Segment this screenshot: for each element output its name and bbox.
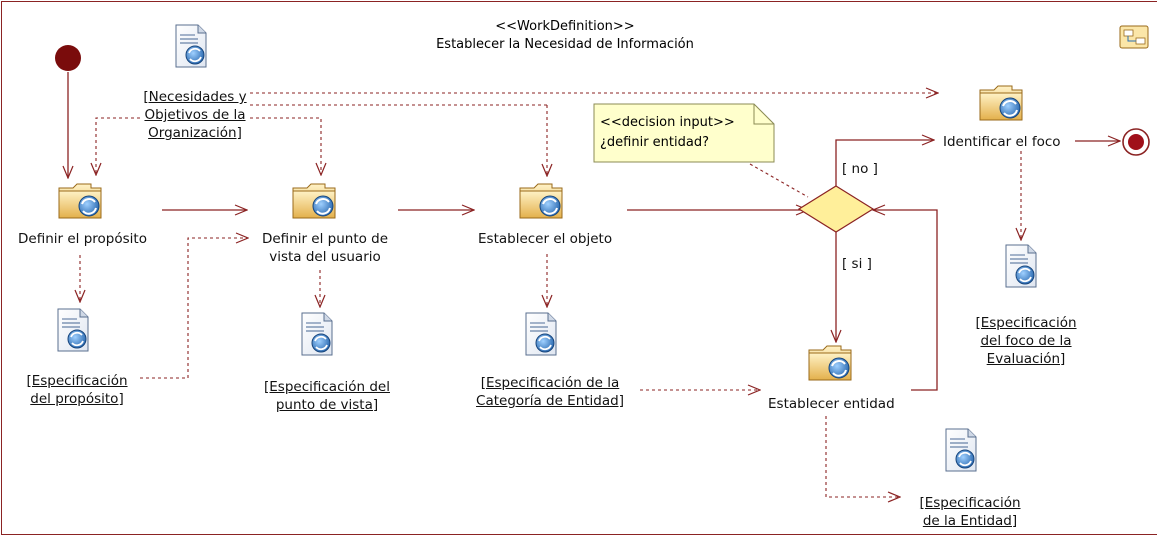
task-icon-punto-vista[interactable] <box>291 182 337 220</box>
artifact-espec-proposito-line2[interactable]: del propósito] <box>30 391 124 407</box>
document-icon-espec-foco[interactable] <box>1005 244 1037 288</box>
artifact-espec-entidad-line2[interactable]: de la Entidad] <box>922 513 1018 529</box>
final-node <box>1122 128 1150 156</box>
note-anchor-line <box>749 163 809 198</box>
guard-si: [ si ] <box>842 256 872 272</box>
objflow-espec-proposito-to-punto-vista <box>140 238 248 379</box>
task-icon-entidad[interactable] <box>807 344 853 382</box>
activity-definir-proposito[interactable]: Definir el propósito <box>18 231 147 247</box>
artifact-espec-foco-line3[interactable]: Evaluación] <box>986 351 1066 367</box>
note-stereotype: <<decision input>> <box>600 115 735 130</box>
document-icon-espec-punto-vista[interactable] <box>301 312 333 356</box>
artifact-espec-punto-vista-line2[interactable]: punto de vista] <box>275 397 379 413</box>
task-icon-proposito[interactable] <box>57 182 103 220</box>
artifact-espec-entidad-line1[interactable]: [Especificación <box>919 495 1021 511</box>
artifact-espec-foco-line2[interactable]: del foco de la <box>980 333 1072 349</box>
control-flows <box>68 72 1120 391</box>
activity-identificar-foco[interactable]: Identificar el foco <box>943 134 1061 150</box>
artifact-espec-foco-line1[interactable]: [Especificación <box>975 315 1077 331</box>
decision-input-note <box>593 103 775 163</box>
workflow-diagram-icon[interactable] <box>1119 25 1149 49</box>
document-icon-espec-categoria[interactable] <box>525 312 557 356</box>
objflow-necesidades-to-proposito <box>96 117 140 175</box>
flow-entidad-to-decision <box>873 210 938 391</box>
activity-definir-punto-vista-line1[interactable]: Definir el punto de <box>261 231 389 247</box>
diagram-stereotype: <<WorkDefinition>> <box>495 19 635 34</box>
artifact-necesidades-line2[interactable]: Objetivos de la <box>144 107 246 123</box>
object-flows <box>80 93 1021 497</box>
artifact-espec-proposito-line1[interactable]: [Especificación <box>26 373 128 389</box>
activity-definir-punto-vista-line2[interactable]: vista del usuario <box>269 249 381 265</box>
note-question: ¿definir entidad? <box>600 135 709 150</box>
initial-node <box>55 45 81 71</box>
document-icon-espec-entidad[interactable] <box>945 428 977 472</box>
artifact-espec-punto-vista-line1[interactable]: [Especificación del <box>264 379 390 395</box>
guard-no: [ no ] <box>842 161 878 177</box>
artifact-espec-categoria-line2[interactable]: Categoría de Entidad] <box>476 393 624 409</box>
activity-establecer-objeto[interactable]: Establecer el objeto <box>478 231 613 247</box>
artifact-necesidades-line3[interactable]: Organización] <box>148 125 242 141</box>
task-icon-foco[interactable] <box>978 84 1024 122</box>
objflow-entidad-to-espec <box>825 416 900 497</box>
diagram-title: Establecer la Necesidad de Información <box>436 37 694 52</box>
artifact-espec-categoria-line1[interactable]: [Especificación de la <box>480 375 620 391</box>
objflow-necesidades-to-punto-vista <box>250 117 321 175</box>
decision-node[interactable] <box>797 185 875 233</box>
activity-establecer-entidad[interactable]: Establecer entidad <box>768 396 895 412</box>
flow-decision-no <box>835 140 934 186</box>
task-icon-objeto[interactable] <box>518 182 564 220</box>
artifact-necesidades-line1[interactable]: [Necesidades y <box>143 89 247 105</box>
document-icon-necesidades[interactable] <box>175 24 207 68</box>
document-icon-espec-proposito[interactable] <box>57 308 89 352</box>
